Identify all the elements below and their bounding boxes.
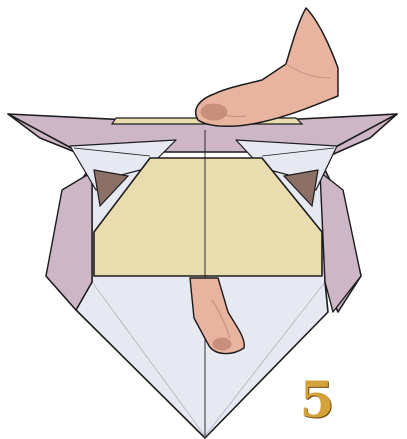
step-number-label: 5 — [287, 374, 347, 426]
pinching-hand-icon — [196, 8, 338, 126]
left-side-strip — [46, 172, 92, 310]
